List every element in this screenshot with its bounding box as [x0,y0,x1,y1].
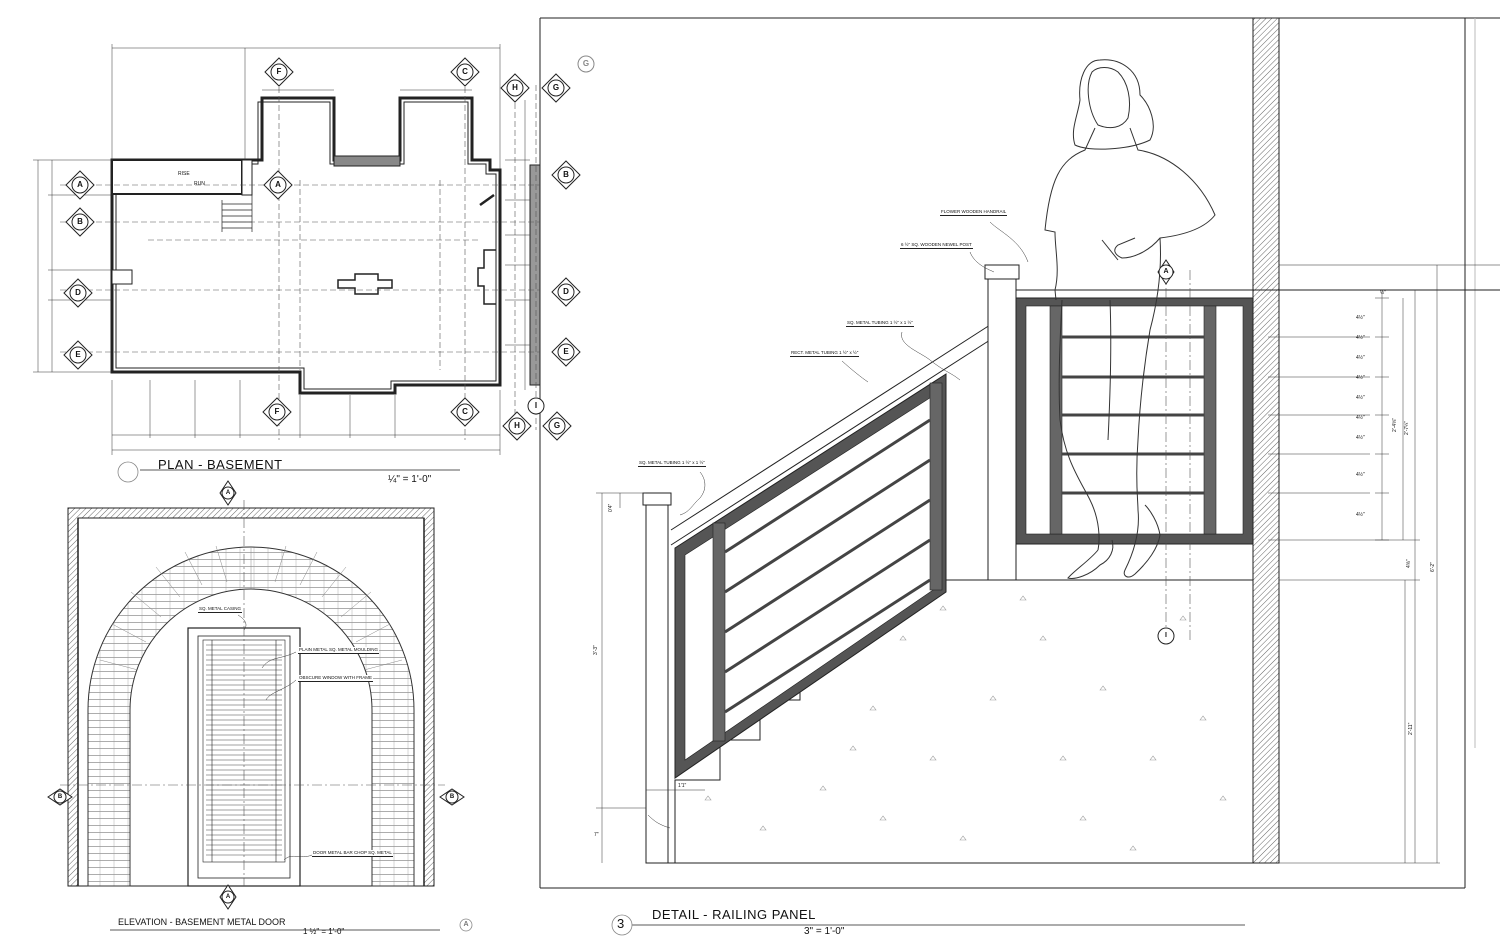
railing-note-sq-tubing-lower: SQ. METAL TUBING 1 ½" x 1 ½" [638,460,706,467]
railing-note-newel-post: 6 ½" SQ. WOODEN NEWEL POST [900,242,973,249]
dim-spacing-2: 4½" [1356,335,1365,341]
plan-title: PLAN - BASEMENT [158,457,283,472]
detail-marker-i: I [1165,632,1167,639]
dim-spacing-8: 4½" [1356,472,1365,478]
plan-marker-g-faint: G [582,59,590,68]
plan-marker-h-top: H [512,83,518,92]
dim-spacing-5: 4½" [1356,395,1365,401]
railing-note-rect-tubing: RECT. METAL TUBING 1 ½" x ½" [790,350,860,357]
elevation-title: ELEVATION - BASEMENT METAL DOOR [118,917,286,927]
dim-lower-height: 2'-11" [1408,722,1414,735]
elevation-marker-a-top: A [225,490,231,496]
detail-number: 3 [617,916,625,931]
elevation-marker-shapes [47,480,465,910]
dim-left-height: 3'-3" [593,645,599,655]
plan-section-marker-shapes [63,55,595,441]
plan-marker-e-left: E [75,350,81,359]
plan-marker-c-bottom: C [462,407,468,416]
railing-note-handrail: FLOWER WOODEN HANDRAIL [940,209,1008,216]
plan-marker-d-left: D [75,288,81,297]
elevation-note-moulding: PLAIN METAL SQ. METAL MOULDING [298,647,380,654]
dim-spacing-9: 4½" [1356,512,1365,518]
plan-marker-d-right: D [563,287,569,296]
dim-post-width: 1'1" [678,783,687,789]
door-elevation [60,500,473,932]
basement-plan [33,44,541,483]
plan-marker-a-inner: A [275,180,281,189]
dim-spacing-1: 4½" [1356,315,1365,321]
plan-marker-b-left: B [77,217,83,226]
plan-outer-wall [110,96,502,395]
dim-spacing-6: 4½" [1356,415,1365,421]
plan-marker-b-right: B [563,170,569,179]
plan-dimension-lines [33,44,530,455]
elevation-note-bar: DOOR METAL BAR CHOP SQ. METAL [312,850,393,857]
dim-base-gap: 4⅝" [1406,559,1412,568]
plan-marker-h-bottom: H [514,421,520,430]
dim-spacing-7: 4½" [1356,435,1365,441]
plan-marker-e-right: E [563,347,569,356]
slanted-rails [724,418,931,714]
dim-right-total: 2'-4⅝" [1392,417,1398,432]
dim-spacing-4: 4½" [1356,375,1365,381]
human-figure [1044,59,1216,579]
dim-right-height: 2'-7¼" [1404,420,1410,435]
dim-overall-height: 6'-2" [1430,562,1436,572]
landing-rails [1062,335,1204,495]
plan-marker-g-bottom: G [553,421,561,430]
dim-post-top: 0'4" [608,503,614,512]
plan-marker-a-left: A [77,180,83,189]
plan-run-label: RUN [194,181,205,187]
plan-marker-g-top: G [552,83,560,92]
plan-marker-i: I [534,401,538,410]
plan-rise-label: RISE [178,171,190,177]
detail-marker-a: A [1163,268,1169,275]
dim-bottom: 7" [594,832,599,838]
plan-scale: ¼" = 1'-0" [388,474,432,485]
detail-marker-shapes [611,259,1175,936]
bottom-newel-post [645,504,669,864]
plan-marker-f-bottom: F [274,407,280,416]
detail-frame [539,17,1500,889]
top-newel-post [987,277,1017,581]
elevation-marker-b-left: B [57,794,63,800]
wall-column [1252,17,1280,864]
detail-scale: 3" = 1'-0" [804,926,845,937]
plan-marker-c-top: C [462,67,468,76]
elevation-scale: 1 ½" = 1'-0" [303,927,345,936]
dim-spacing-3: 4½" [1356,355,1365,361]
elevation-marker-a-bottom: A [225,894,231,900]
plan-grid-lines [60,60,540,440]
dim-top-gap: ½" [1380,290,1386,296]
railing-detail [596,17,1500,926]
concrete-texture [704,595,1227,851]
plan-marker-f-top: F [276,67,282,76]
railing-dimension-lines [596,265,1438,863]
elevation-marker-b-right: B [449,794,455,800]
elevation-drawing-marker: A [463,921,469,928]
detail-title: DETAIL - RAILING PANEL [652,907,816,922]
elevation-note-casing: SQ. METAL CASING [198,606,243,613]
elevation-note-window: OBSCURE WINDOW WITH FRAME [298,675,373,682]
railing-note-sq-tubing-upper: SQ. METAL TUBING 1 ½" x 1 ½" [846,320,914,327]
